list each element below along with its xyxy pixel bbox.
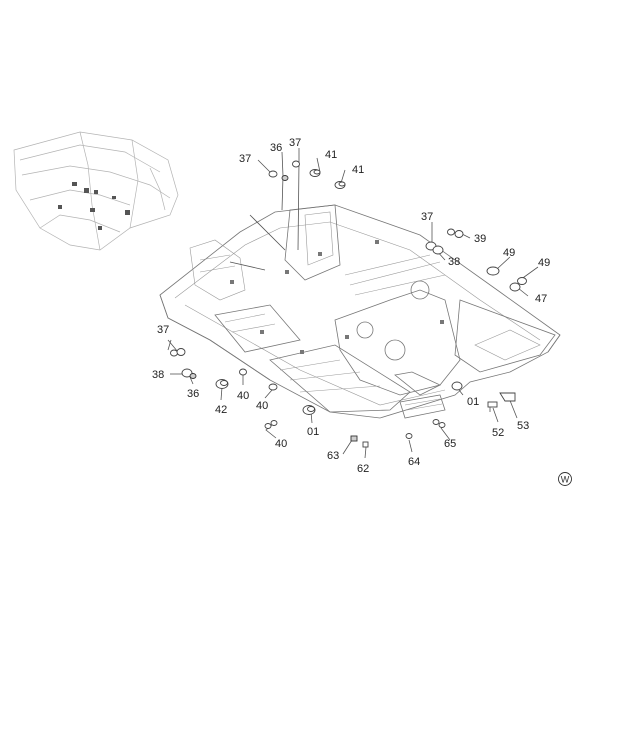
callout-49: 49 <box>538 257 550 269</box>
callout-40: 40 <box>275 438 287 450</box>
part-shapes <box>170 160 527 448</box>
part-40-b <box>268 383 278 391</box>
callout-labels: 37 36 37 41 41 37 39 38 49 49 47 37 38 3… <box>152 137 550 475</box>
callout-01: 01 <box>467 396 479 408</box>
callout-38: 38 <box>152 369 164 381</box>
leader-lines <box>167 148 539 459</box>
part-01-a <box>302 405 316 415</box>
callout-65: 65 <box>444 438 456 450</box>
part-37-top <box>268 170 278 178</box>
callout-64: 64 <box>408 456 420 468</box>
part-36-top <box>281 175 289 181</box>
callout-37: 37 <box>157 324 169 336</box>
callout-40: 40 <box>237 390 249 402</box>
callout-49: 49 <box>503 247 515 259</box>
callout-36: 36 <box>187 388 199 400</box>
part-38-right <box>432 245 444 255</box>
part-49-a <box>486 266 500 276</box>
callout-63: 63 <box>327 450 339 462</box>
callout-53: 53 <box>517 420 529 432</box>
part-37-top-b <box>292 160 300 168</box>
part-63 <box>350 435 358 442</box>
callout-41: 41 <box>352 164 364 176</box>
part-40-a <box>239 368 247 376</box>
part-62 <box>362 441 369 448</box>
callout-41: 41 <box>325 149 337 161</box>
callout-37: 37 <box>421 211 433 223</box>
cab-reference-view <box>13 131 179 251</box>
part-42 <box>215 379 229 389</box>
callout-62: 62 <box>357 463 369 475</box>
w-mark-letter: W <box>561 475 570 485</box>
part-01-b <box>451 381 463 391</box>
part-38-left <box>181 368 193 378</box>
part-52 <box>487 401 498 412</box>
callout-40: 40 <box>256 400 268 412</box>
w-mark: W <box>558 472 572 486</box>
callout-47: 47 <box>535 293 547 305</box>
part-53 <box>499 392 516 402</box>
callout-42: 42 <box>215 404 227 416</box>
part-41-a <box>309 169 321 177</box>
part-49-b <box>517 277 527 285</box>
part-41-b <box>334 181 346 189</box>
part-37-left <box>170 348 186 357</box>
part-47 <box>509 282 521 292</box>
main-frame <box>159 204 561 419</box>
callout-38: 38 <box>448 256 460 268</box>
callout-36: 36 <box>270 142 282 154</box>
part-65 <box>432 419 446 428</box>
callout-37: 37 <box>239 153 251 165</box>
part-64 <box>405 433 413 439</box>
callout-37: 37 <box>289 137 301 149</box>
callout-52: 52 <box>492 427 504 439</box>
part-39 <box>447 228 464 238</box>
callout-39: 39 <box>474 233 486 245</box>
part-36-left <box>189 373 197 379</box>
part-40-c <box>264 420 278 429</box>
callout-01: 01 <box>307 426 319 438</box>
